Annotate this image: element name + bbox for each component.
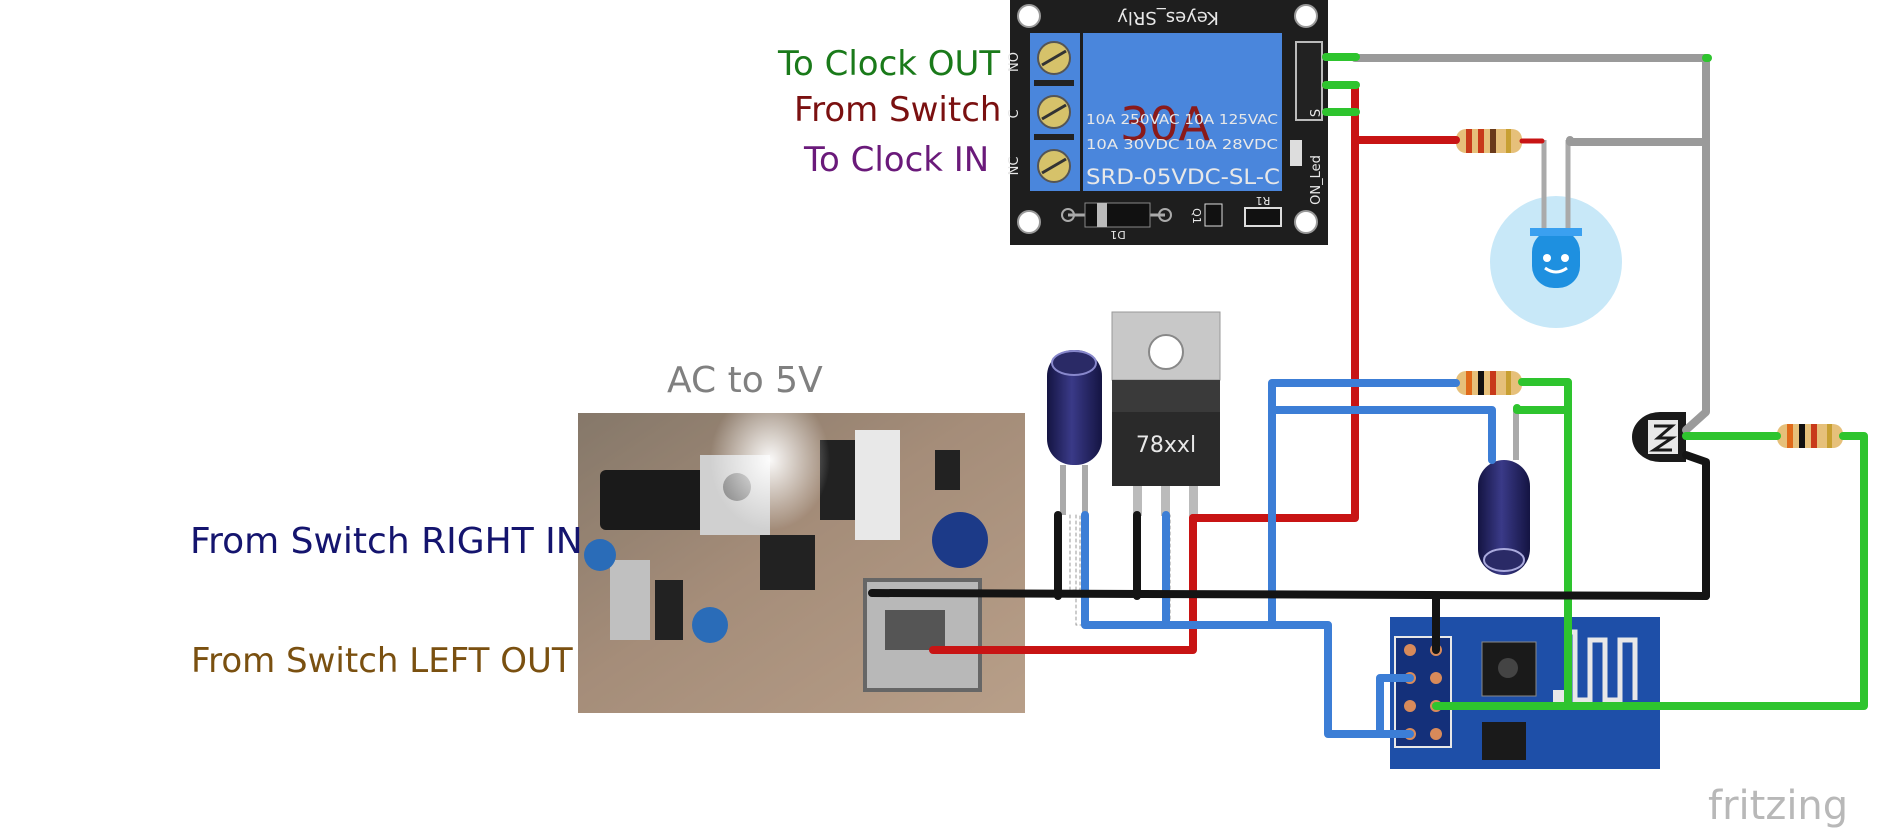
to-clock-out-label: To Clock OUT (778, 44, 1001, 84)
from-switch-label: From Switch (794, 90, 1002, 130)
pin-nc-label: NC (1007, 157, 1022, 176)
resistor-top-icon (1456, 129, 1522, 153)
board-name: Keyes_SRly (1117, 7, 1219, 28)
wire-red-regulator (1189, 136, 1359, 522)
current-rating: 30A (1120, 97, 1211, 151)
header-pins (1295, 41, 1323, 121)
resistor-middle-icon (1456, 371, 1522, 395)
fritzing-watermark: fritzing (1708, 783, 1849, 829)
relay-module: NO C NC Keyes_SRly 30A 10A 250VAC 10A 12… (1007, 0, 1328, 245)
r1-label: R1 (1256, 194, 1271, 207)
diode-icon (1061, 202, 1172, 228)
mount-hole-icon (1017, 210, 1041, 234)
antenna-trace-icon (1565, 629, 1638, 703)
voltage-regulator: 78xxl (1111, 311, 1221, 516)
wire-red-module (929, 514, 1197, 654)
wire-gray-top (1322, 53, 1710, 62)
transistor-icon (1632, 412, 1686, 462)
capacitor-right-icon (1478, 408, 1530, 575)
rating-line-2: 10A 30VDC 10A 28VDC (1086, 138, 1278, 153)
mount-hole-icon (1294, 210, 1318, 234)
relay-body (1083, 33, 1282, 191)
on-led (1290, 140, 1302, 166)
to-clock-in-label: To Clock IN (804, 140, 990, 180)
pin-no-label: NO (1007, 52, 1022, 72)
wire-green-esp (1432, 378, 1572, 710)
pin-c-label: C (1007, 109, 1022, 118)
capacitor-left-icon (1047, 350, 1102, 515)
esp-module (1390, 617, 1660, 769)
wires (868, 53, 1868, 738)
relay-model: SRD-05VDC-SL-C (1086, 165, 1280, 189)
from-switch-right-in-label: From Switch RIGHT IN (190, 521, 583, 562)
d1-label: D1 (1110, 228, 1125, 241)
wire-gray-led (1566, 136, 1710, 146)
screw-terminal-icon (1034, 41, 1074, 183)
wire-black-ground (868, 589, 1710, 600)
ac-to-5v-module (578, 390, 1025, 713)
rating-line-1: 10A 250VAC 10A 125VAC (1086, 113, 1278, 128)
q1-label: Q1 (1190, 208, 1203, 224)
led-icon (1490, 140, 1622, 328)
regulator-tab-hole-icon (1148, 334, 1184, 370)
pin-s-label: S (1309, 109, 1324, 117)
wire-gray-transistor (1682, 54, 1710, 434)
resistor-right-icon (1777, 424, 1843, 448)
on-led-label: ON_Led (1309, 155, 1324, 205)
transistor-q1-icon (1204, 203, 1223, 227)
wire-black-transistor (1682, 451, 1710, 600)
wire-green-right-loop (1564, 432, 1868, 710)
wire-blue-cap (1268, 406, 1496, 464)
from-switch-left-out-label: From Switch LEFT OUT (191, 641, 573, 681)
regulator-label: 78xxl (1136, 433, 1196, 458)
mount-hole-icon (1294, 4, 1318, 28)
ac-to-5v-label: AC to 5V (667, 360, 823, 401)
mount-hole-icon (1017, 4, 1041, 28)
wire-blue-esp (1268, 621, 1414, 738)
resistor-r1-icon (1244, 207, 1282, 227)
